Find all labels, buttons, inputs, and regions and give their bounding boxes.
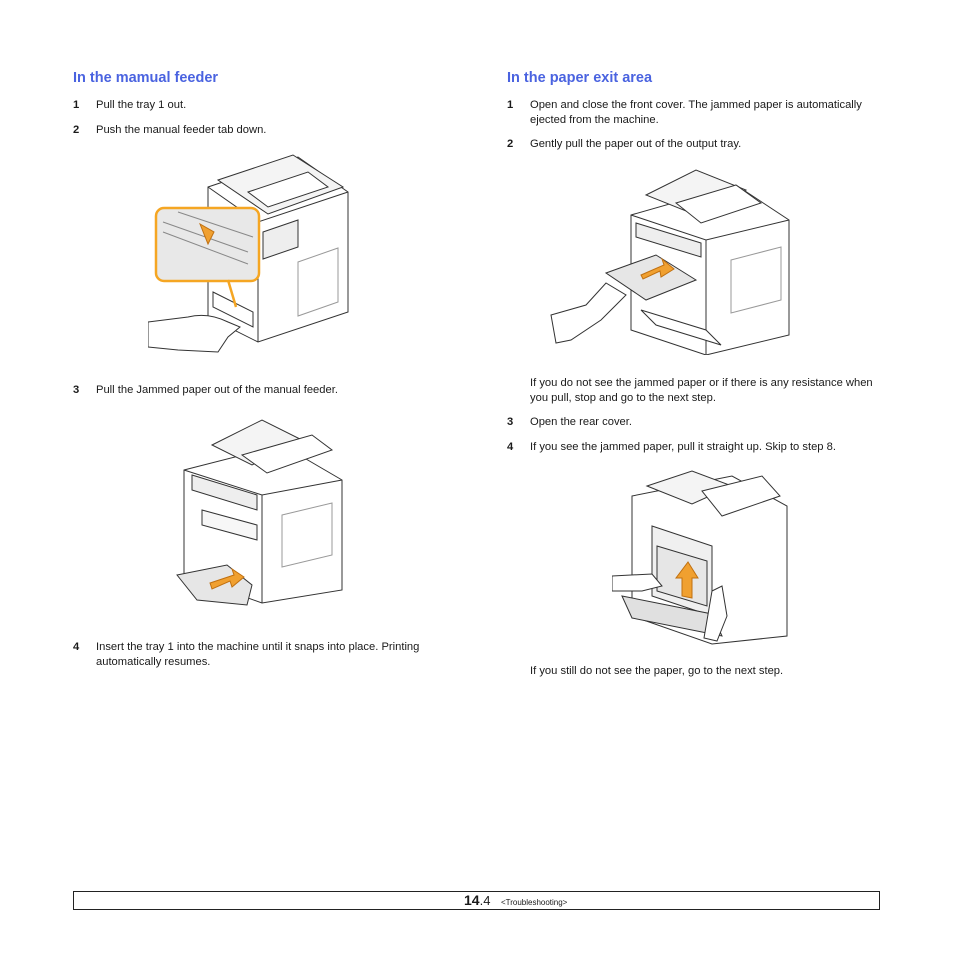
step-number: 4 [507, 440, 514, 453]
step-number: 2 [507, 138, 514, 150]
page-number-sub: .4 [479, 893, 491, 908]
step-text: Gently pull the paper out of the output … [530, 138, 742, 150]
note-text: If you do not see the jammed paper or if… [530, 377, 873, 404]
step-item: 3 Pull the Jammed paper out of the manua… [73, 383, 463, 398]
step-item: 1 Pull the tray 1 out. [73, 98, 463, 113]
section-heading-paper-exit: In the paper exit area [507, 70, 653, 86]
step-item: 2 Gently pull the paper out of the outpu… [507, 137, 887, 152]
step-text: Open the rear cover. [530, 416, 632, 428]
printer-jammed-paper-feeder-illustration [176, 419, 343, 606]
step-number: 4 [73, 641, 80, 653]
printer-manual-feeder-illustration [148, 154, 349, 353]
chapter-label: <Troubleshooting> [500, 898, 568, 907]
page-number: 14 [464, 892, 480, 908]
step-item: 2 Push the manual feeder tab down. [73, 123, 463, 138]
step-text: Pull the tray 1 out. [96, 99, 187, 111]
section-heading-manual-feeder: In the mamual feeder [73, 70, 219, 86]
printer-paper-exit-illustration [550, 169, 790, 355]
step-text: Push the manual feeder tab down. [96, 123, 267, 136]
step-item: 4 If you see the jammed paper, pull it s… [507, 440, 887, 455]
step-item: 3 Open the rear cover. [507, 415, 887, 430]
right-lower-block: If you do not see the jammed paper or if… [507, 376, 887, 464]
step-text: Open and close the front cover. The jamm… [530, 99, 862, 126]
step-number: 3 [507, 416, 514, 428]
page-footer: 14.4 <Troubleshooting> [73, 891, 880, 910]
step-number: 1 [73, 99, 80, 111]
step-text: Pull the Jammed paper out of the manual … [96, 384, 338, 396]
step-number: 2 [73, 123, 80, 136]
step-text: If you see the jammed paper, pull it str… [530, 440, 836, 453]
step-text: Insert the tray 1 into the machine until… [96, 641, 420, 668]
right-column: In the paper exit area 1 Open and close … [507, 70, 887, 162]
step-item: 1 Open and close the front cover. The ja… [507, 98, 887, 127]
note-text: If you still do not see the paper, go to… [530, 665, 784, 677]
printer-rear-cover-illustration [612, 470, 788, 645]
step-item: 4 Insert the tray 1 into the machine unt… [73, 640, 463, 669]
step-number: 3 [73, 384, 80, 396]
step-number: 1 [507, 99, 514, 111]
left-column: In the mamual feeder 1 Pull the tray 1 o… [73, 70, 463, 147]
